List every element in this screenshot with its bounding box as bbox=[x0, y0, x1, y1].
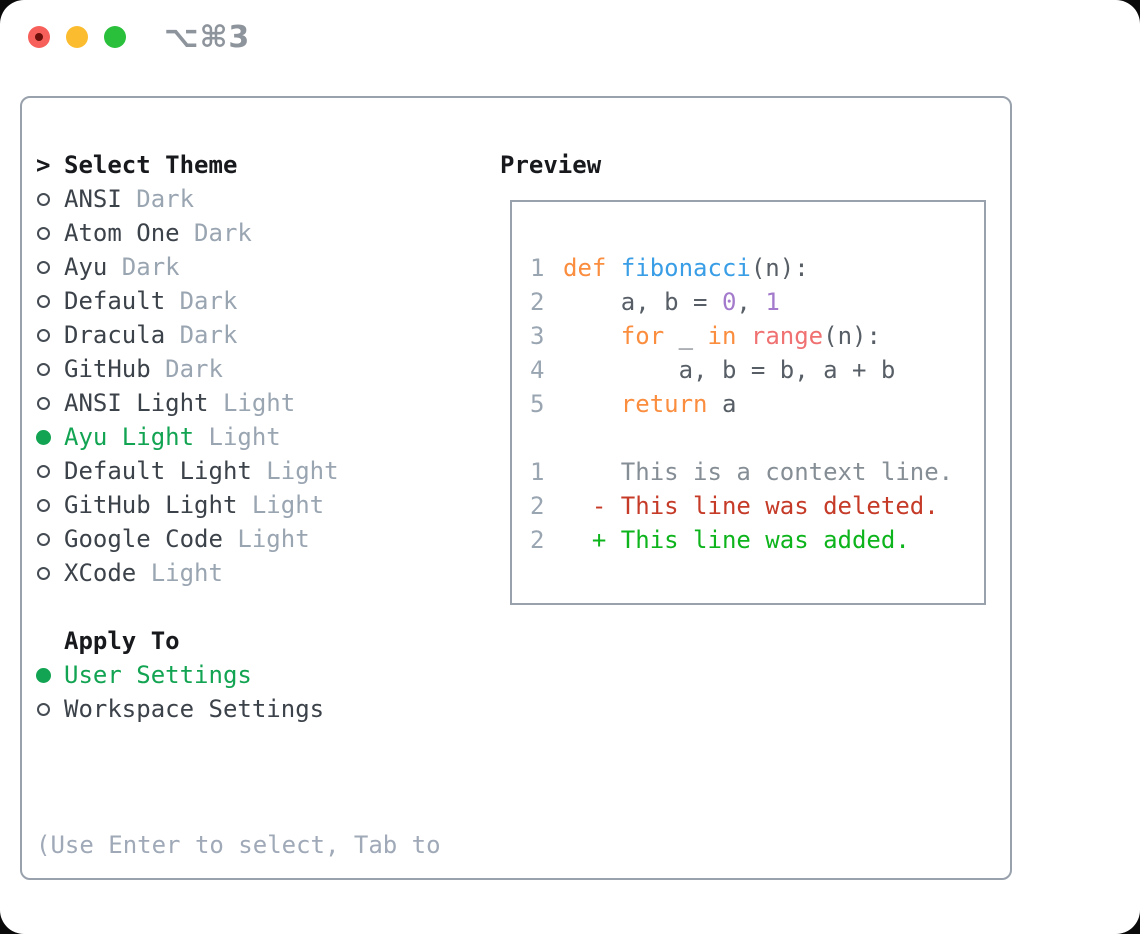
theme-option-github-dark[interactable]: GitHub Dark bbox=[36, 352, 476, 386]
option-label: GitHub Dark bbox=[64, 355, 223, 383]
code-line: 3 for _ in range(n): bbox=[530, 322, 881, 350]
code-line: 2 a, b = 0, 1 bbox=[530, 288, 780, 316]
radio-icon bbox=[36, 216, 64, 250]
option-label: Default Dark bbox=[64, 287, 238, 315]
theme-option-default-light-light[interactable]: Default Light Light bbox=[36, 454, 476, 488]
window-title: ⌥⌘3 bbox=[164, 20, 251, 55]
code-line: 5 return a bbox=[530, 390, 737, 418]
close-button[interactable] bbox=[28, 26, 50, 48]
select-theme-title: Select Theme bbox=[64, 151, 238, 179]
close-dot-icon bbox=[35, 33, 43, 41]
minimize-button[interactable] bbox=[66, 26, 88, 48]
option-label: ANSI Light Light bbox=[64, 389, 296, 417]
option-label: Default Light Light bbox=[64, 457, 339, 485]
option-label: Dracula Dark bbox=[64, 321, 238, 349]
option-label: GitHub Light Light bbox=[64, 491, 325, 519]
radio-icon bbox=[36, 454, 64, 488]
diff-line-ctx: 1 This is a context line. bbox=[530, 458, 954, 486]
option-label: Workspace Settings bbox=[64, 695, 325, 723]
radio-selected-icon bbox=[36, 420, 64, 454]
option-label: Google Code Light bbox=[64, 525, 310, 553]
titlebar: ⌥⌘3 bbox=[0, 0, 1140, 75]
option-label: ANSI Dark bbox=[64, 185, 195, 213]
spacer bbox=[36, 590, 476, 624]
theme-option-ayu-dark[interactable]: Ayu Dark bbox=[36, 250, 476, 284]
preview-header: Preview bbox=[500, 151, 602, 179]
blank-line bbox=[530, 421, 976, 455]
maximize-button[interactable] bbox=[104, 26, 126, 48]
theme-option-xcode-light[interactable]: XCode Light bbox=[36, 556, 476, 590]
radio-selected-icon bbox=[36, 658, 64, 692]
select-theme-header: > Select Theme bbox=[36, 148, 476, 182]
option-label: XCode Light bbox=[64, 559, 223, 587]
option-label: Ayu Light Light bbox=[64, 423, 281, 451]
apply-option-user-settings[interactable]: User Settings bbox=[36, 658, 476, 692]
apply-option-workspace-settings[interactable]: Workspace Settings bbox=[36, 692, 476, 726]
diff-line-del: 2 - This line was deleted. bbox=[530, 492, 939, 520]
hint-text: (Use Enter to select, Tab to change focu… bbox=[36, 760, 476, 934]
radio-icon bbox=[36, 284, 64, 318]
apply-to-indent bbox=[36, 624, 64, 658]
radio-icon bbox=[36, 352, 64, 386]
theme-option-atom-one-dark[interactable]: Atom One Dark bbox=[36, 216, 476, 250]
hint-line-2: change focus) bbox=[36, 930, 476, 934]
theme-option-ayu-light-light[interactable]: Ayu Light Light bbox=[36, 420, 476, 454]
diff-sample: 1 This is a context line. 2 - This line w… bbox=[530, 455, 976, 557]
option-label: User Settings bbox=[64, 661, 252, 689]
theme-option-google-code-light[interactable]: Google Code Light bbox=[36, 522, 476, 556]
radio-icon bbox=[36, 318, 64, 352]
option-label: Atom One Dark bbox=[64, 219, 252, 247]
option-label: Ayu Dark bbox=[64, 253, 180, 281]
diff-line-add: 2 + This line was added. bbox=[530, 526, 910, 554]
code-line: 4 a, b = b, a + b bbox=[530, 356, 896, 384]
theme-option-default-dark[interactable]: Default Dark bbox=[36, 284, 476, 318]
radio-icon bbox=[36, 488, 64, 522]
theme-option-dracula-dark[interactable]: Dracula Dark bbox=[36, 318, 476, 352]
radio-icon bbox=[36, 250, 64, 284]
apply-to-title: Apply To bbox=[64, 627, 180, 655]
radio-icon bbox=[36, 556, 64, 590]
radio-icon bbox=[36, 386, 64, 420]
radio-icon bbox=[36, 522, 64, 556]
hint-line-1: (Use Enter to select, Tab to bbox=[36, 831, 441, 859]
spacer bbox=[36, 726, 476, 760]
theme-option-ansi-light-light[interactable]: ANSI Light Light bbox=[36, 386, 476, 420]
theme-option-ansi-dark[interactable]: ANSI Dark bbox=[36, 182, 476, 216]
prompt-icon: > bbox=[36, 151, 51, 179]
radio-icon bbox=[36, 692, 64, 726]
radio-icon bbox=[36, 182, 64, 216]
theme-option-github-light-light[interactable]: GitHub Light Light bbox=[36, 488, 476, 522]
apply-to-header: Apply To bbox=[36, 624, 476, 658]
